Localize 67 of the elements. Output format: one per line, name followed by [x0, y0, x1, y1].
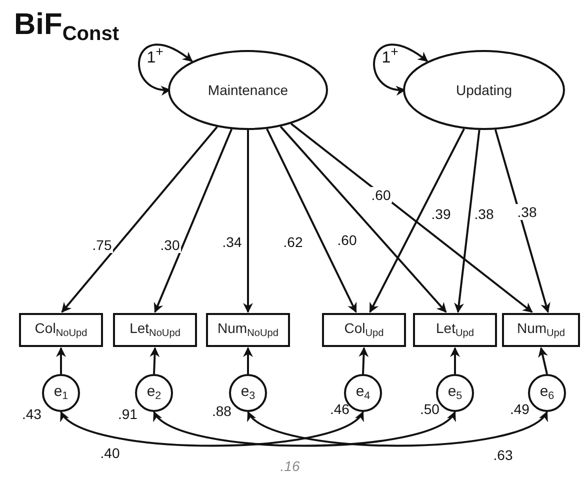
indicator-box: [206, 313, 290, 347]
path-arrow: [538, 347, 548, 374]
variance-loop-arrow: [138, 44, 193, 94]
indicator-box: [113, 313, 197, 347]
error-label: e$_{1}$: [54, 383, 68, 403]
latent-factor-ellipse: [168, 50, 328, 130]
coefficient-label: .39: [430, 206, 452, 222]
coefficient-label: .62: [282, 234, 304, 250]
path-arrow: [369, 128, 465, 313]
variance-label: .88: [212, 403, 232, 419]
coefficient-label: .63: [492, 447, 514, 463]
error-label: e$_{3}$: [240, 383, 256, 403]
indicator-box: [502, 313, 580, 347]
error-circle: [229, 374, 267, 412]
path-arrow: [243, 347, 253, 374]
variance-label: .43: [22, 406, 42, 422]
path-arrow: [290, 122, 533, 313]
diagram-title: BiF$_{Const}$: [14, 8, 119, 46]
latent-factor-ellipse: [403, 50, 565, 130]
path-arrow: [454, 130, 480, 313]
path-arrow: [266, 128, 357, 313]
coefficient-label: .38: [516, 204, 538, 220]
error-circle: [135, 374, 173, 412]
coefficient-label: .60: [370, 187, 392, 203]
coefficient-label: .16: [279, 458, 301, 474]
path-arrow: [61, 126, 218, 313]
indicator-box: [413, 313, 497, 347]
error-label: e$_{2}$: [146, 383, 162, 403]
variable-label: Col$_{Upd}$: [344, 320, 384, 340]
path-arrow: [494, 129, 550, 313]
error-label: e$_{5}$: [448, 383, 462, 403]
coefficient-label: .75: [91, 237, 113, 253]
variable-label: Let$_{Upd}$: [436, 320, 474, 340]
coefficient-label: .30: [159, 237, 181, 253]
variance-label: .91: [118, 406, 138, 422]
coefficient-label: .60: [336, 232, 358, 248]
indicator-box: [19, 313, 103, 347]
path-arrow: [150, 347, 160, 374]
variance-label: .50: [420, 401, 440, 417]
variable-label: Let$_{NoUpd}$: [130, 320, 180, 340]
variance-label: 1$^{+}$: [146, 44, 164, 66]
path-arrow: [243, 130, 253, 313]
variance-label: .46: [330, 401, 350, 417]
variable-label: Maintenance: [208, 82, 288, 98]
coefficient-label: .38: [473, 206, 495, 222]
coefficient-label: .40: [99, 445, 121, 461]
variance-loop-arrow: [373, 44, 428, 94]
error-label: e$_{6}$: [540, 383, 554, 403]
error-circle: [528, 374, 566, 412]
variable-label: Updating: [456, 82, 512, 98]
variable-label: Num$_{NoUpd}$: [218, 320, 278, 340]
variance-label: 1$^{+}$: [380, 44, 400, 66]
covariance-arrow: [153, 411, 456, 447]
path-arrow: [358, 347, 369, 374]
variable-label: Col$_{NoUpd}$: [34, 320, 88, 340]
path-arrow: [154, 128, 233, 313]
path-arrow: [280, 126, 447, 313]
variance-label: .49: [510, 401, 530, 417]
path-arrow: [450, 347, 460, 374]
covariance-arrow: [247, 411, 548, 447]
error-label: e$_{4}$: [356, 383, 370, 403]
coefficient-label: .34: [221, 234, 243, 250]
variable-label: Num$_{Upd}$: [516, 320, 566, 340]
indicator-box: [322, 313, 406, 347]
path-arrow: [56, 347, 66, 374]
covariance-arrow: [60, 411, 364, 447]
error-circle: [42, 374, 80, 412]
